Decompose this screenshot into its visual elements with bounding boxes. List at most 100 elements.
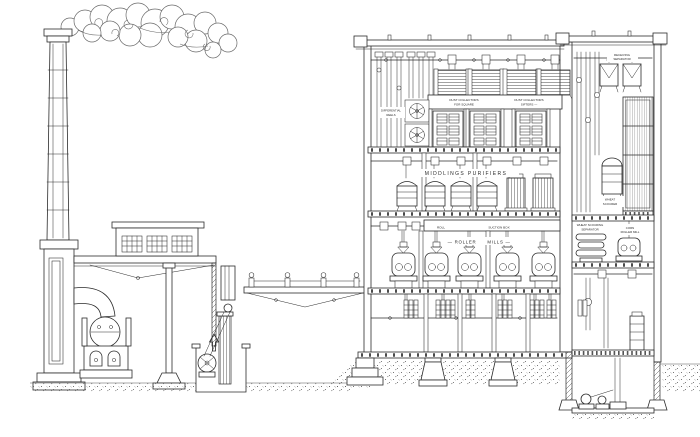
smokestack (32, 28, 86, 391)
sifter-floor-line (367, 146, 561, 154)
duster (530, 173, 556, 212)
duster (504, 173, 528, 212)
roller-mill (422, 241, 451, 289)
cornice (353, 30, 668, 50)
square-sifter (428, 108, 468, 148)
flue-duct (73, 287, 116, 318)
belt-pulley-group (529, 299, 545, 319)
wheat-scourer-machine (601, 157, 623, 200)
square-sifter (465, 108, 505, 148)
belt-pulley-group (546, 299, 557, 319)
label-dust-collectors-left: FOR SQUARE (454, 102, 474, 106)
smoke-plume (60, 2, 238, 59)
engine-flywheel (197, 353, 217, 378)
warehouse-tower (558, 51, 668, 414)
label-roller-mills: MILLS — (487, 240, 510, 245)
roller-mill (389, 241, 418, 289)
label-differential-reels: REELS (386, 113, 395, 117)
conveyor-pulley (320, 272, 327, 288)
foundations (346, 357, 518, 387)
receiving-separator-machine (599, 57, 642, 93)
column (491, 293, 497, 353)
middlings-purifier (424, 164, 446, 212)
label-receiving-separator: RECEIVING (614, 53, 631, 57)
middlings-purifier (396, 164, 418, 212)
roller-line-shaft (370, 221, 425, 231)
tower-floor-line (571, 261, 655, 269)
roof-tie-rods (89, 264, 215, 279)
column (525, 293, 531, 353)
conveyor-pulley (353, 272, 360, 288)
ground-earth (30, 360, 700, 419)
label-wheat-scourer: WHEAT (605, 198, 615, 202)
monitor-window (121, 235, 143, 253)
roof-beam (73, 255, 217, 264)
roof-column (152, 262, 186, 390)
label-corn-roller-mill: ROLLER MILL (621, 230, 640, 234)
purifier-floor-line (367, 210, 561, 218)
label-dust-collectors-right: DUST COLLECTORS (514, 98, 543, 102)
tower-platform (571, 349, 655, 357)
conveyor-tie-rods (246, 292, 364, 308)
column (423, 293, 429, 353)
conveyor-pulley (248, 272, 255, 288)
up-arrow (208, 333, 220, 352)
label-corn-roller-mill: CORN (626, 226, 635, 230)
roller-mill (455, 241, 484, 289)
boiler-setting (79, 317, 133, 379)
main-floor-line (357, 351, 573, 359)
label-differential-reels: DIFFERENTIAL (381, 109, 401, 113)
wheat-scouring-separator-machine (575, 220, 607, 263)
wheat-pit (558, 351, 668, 414)
pit-motor (578, 389, 614, 410)
corn-roller-mill-machine (615, 220, 643, 262)
centrifugal-reel (536, 54, 573, 104)
mill-left-wall (363, 41, 372, 359)
foundation-pier (418, 357, 448, 387)
mill-building (346, 30, 668, 387)
label-middlings-purifiers: MIDDLINGS PURIFIERS (425, 171, 507, 177)
belt-pulley-group (465, 299, 476, 319)
boiler-house (73, 221, 217, 390)
roller-mill (529, 241, 558, 289)
label-roll-suction-box: ROLL (437, 225, 445, 229)
tower-elevator-legs (576, 51, 600, 213)
label-wheat-scouring-separator: SEPARATOR (581, 227, 598, 231)
elevator-tower (211, 262, 236, 385)
ground-story-shafting (370, 293, 558, 320)
label-wheat-scouring-separator: WHEAT SCOURING (577, 223, 604, 227)
square-sifter (511, 108, 551, 148)
roller-floor-line (367, 287, 561, 295)
column (457, 293, 463, 353)
drawing-labels: DIFFERENTIAL REELS DUST COLLECTORS FOR S… (378, 51, 645, 245)
purifier-line-shaft (370, 156, 558, 166)
belt-pulley-group (435, 299, 456, 319)
column (472, 152, 478, 212)
label-wheat-scourer: SCOURER (603, 202, 617, 206)
label-receiving-separator: SEPARATOR (613, 57, 630, 61)
belt-pulley-group (497, 299, 513, 319)
engine-pit (191, 311, 251, 393)
middlings-purifier (450, 164, 472, 212)
label-roll-suction-box: SUCTION BOX (488, 225, 509, 229)
differential-reels (404, 99, 430, 147)
elevator-legs-cluster (374, 51, 436, 148)
tower-mid-shafting (573, 269, 653, 351)
grain-bins (622, 96, 654, 218)
column (418, 230, 424, 289)
monitor-window (146, 235, 168, 253)
top-floor-line-shaft (370, 58, 561, 62)
belt-pulley-group (577, 299, 588, 317)
label-dust-collectors-right: SIFTERS — (521, 102, 538, 106)
roller-mill (493, 241, 522, 289)
conveyor-gallery (243, 272, 367, 308)
belt-pulley-group (403, 299, 419, 319)
pit-motor (595, 395, 610, 410)
conveyor-pulley (284, 272, 291, 288)
monitor-window (171, 235, 193, 253)
elevator-boot (609, 357, 627, 410)
boiler (89, 316, 121, 348)
tower-right-wall (653, 37, 662, 363)
foundation-pier (488, 357, 518, 387)
